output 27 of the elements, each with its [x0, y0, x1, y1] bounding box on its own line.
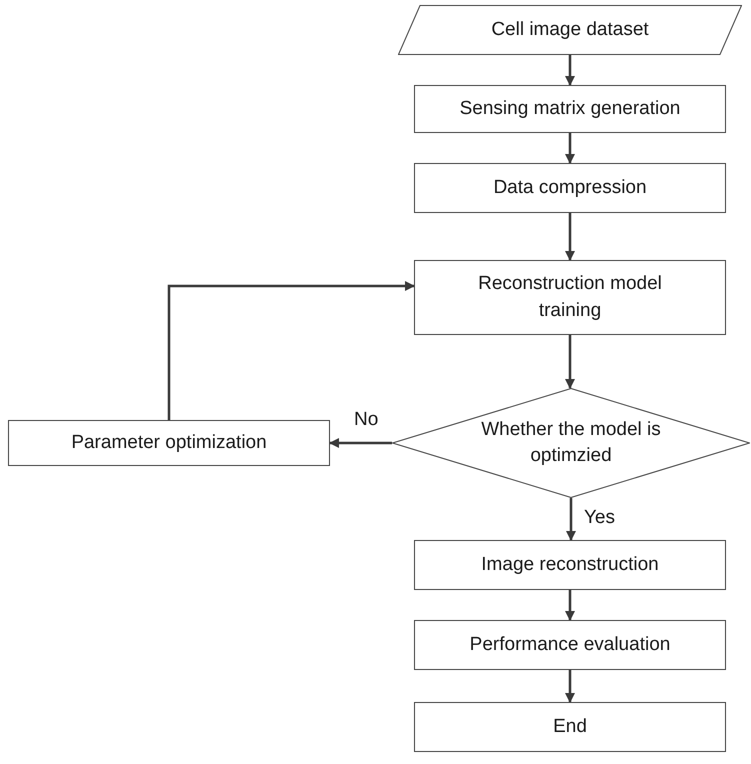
arrow	[565, 335, 575, 389]
process-box	[414, 260, 726, 335]
decision-diamond	[392, 388, 750, 498]
arrow	[565, 55, 575, 86]
node-text: Cell image dataset	[491, 18, 649, 42]
process-box	[8, 420, 330, 466]
node-text: Whether the model is optimzied	[480, 418, 662, 468]
arrow	[565, 670, 575, 703]
process-box	[414, 702, 726, 752]
node-text: Parameter optimization	[71, 430, 267, 455]
node-text: End	[553, 714, 587, 739]
arrow	[566, 498, 576, 541]
process-box	[414, 85, 726, 133]
node-text: Performance evaluation	[470, 632, 670, 657]
node-text: Reconstruction model training	[477, 272, 663, 322]
arrow	[565, 213, 575, 261]
data-parallelogram	[398, 5, 742, 55]
arrow	[329, 438, 392, 448]
arrow	[565, 133, 575, 164]
process-box	[414, 620, 726, 670]
node-text: Image reconstruction	[481, 552, 659, 577]
process-box	[414, 540, 726, 590]
process-box	[414, 163, 726, 213]
arrow	[565, 590, 575, 621]
arrow	[168, 281, 415, 420]
node-text: Data compression	[493, 176, 647, 200]
node-text: Sensing matrix generation	[460, 96, 680, 121]
